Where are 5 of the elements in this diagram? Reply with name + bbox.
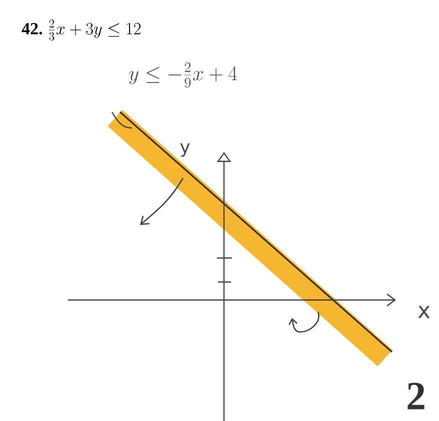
axis-label: x: [418, 306, 430, 318]
axis-label: y: [180, 143, 190, 157]
handwritten-inequality: $y \le -\frac{2}{9}x + 4$: [129, 62, 238, 88]
problem-title: $\textbf{42.}\;\frac{2}{3}x + 3y \le 12$: [22, 20, 141, 40]
problem-number: 2: [408, 382, 424, 410]
